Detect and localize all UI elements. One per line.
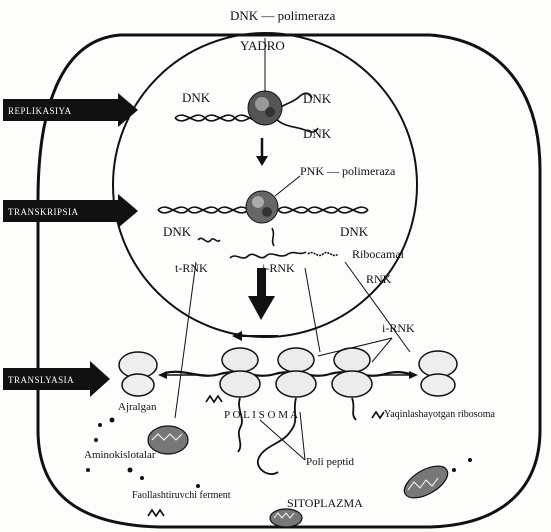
ribosome-approaching — [419, 351, 457, 396]
cytoplasm-label: SITOPLAZMA — [287, 496, 363, 510]
ribosome-direction-arrow — [232, 331, 278, 341]
dna-left-label: DNK — [182, 90, 211, 105]
mitochondrion-right — [399, 460, 453, 505]
mrna-center-label: i-RNK — [262, 261, 295, 275]
nucleus-down-arrow — [256, 138, 268, 166]
dna-lower-left-label: DNK — [163, 224, 192, 239]
ribosome-detached — [119, 352, 157, 396]
transcription-label: TRANSKRIPSIA — [8, 207, 79, 217]
mitochondrion-bottom — [270, 509, 302, 527]
trna-label: t-RNK — [175, 261, 208, 275]
nucleus-label: YADRO — [240, 38, 285, 53]
export-arrow — [248, 268, 275, 320]
dna-lower-right-label: DNK — [340, 224, 369, 239]
rnk-label: RNK — [366, 272, 392, 286]
mrna-right-label: i-RNK — [382, 321, 415, 335]
activating-enzyme-label: Faollashtiruvchi ferment — [132, 490, 231, 501]
pnk-polymerase-label: PNK — polimeraza — [300, 164, 396, 178]
polypeptide-label: Poli peptid — [306, 456, 354, 468]
dna-polymerase-label: DNK — polimeraza — [230, 8, 336, 23]
ribosomal-label: Ribocamal — [352, 247, 405, 261]
amino-acids-label: Aminokislotalar — [84, 449, 156, 461]
replication-label: REPLIKASIYA — [8, 106, 72, 116]
rna-products — [198, 228, 338, 258]
translation-label: TRANSLYASIA — [8, 375, 74, 385]
dna-right-top-label: DNK — [303, 91, 332, 106]
dna-polymerase-blob — [248, 91, 282, 125]
detached-label: Ajralgan — [118, 401, 157, 413]
polysome-label: P O L I S O M A — [224, 409, 298, 421]
approaching-ribosome-label: Yaqinlashayotgan ribosoma — [384, 409, 495, 420]
dna-right-mid-label: DNK — [303, 126, 332, 141]
pnk-polymerase-blob — [246, 191, 278, 223]
pnk-polymerase-pointer — [275, 176, 300, 196]
